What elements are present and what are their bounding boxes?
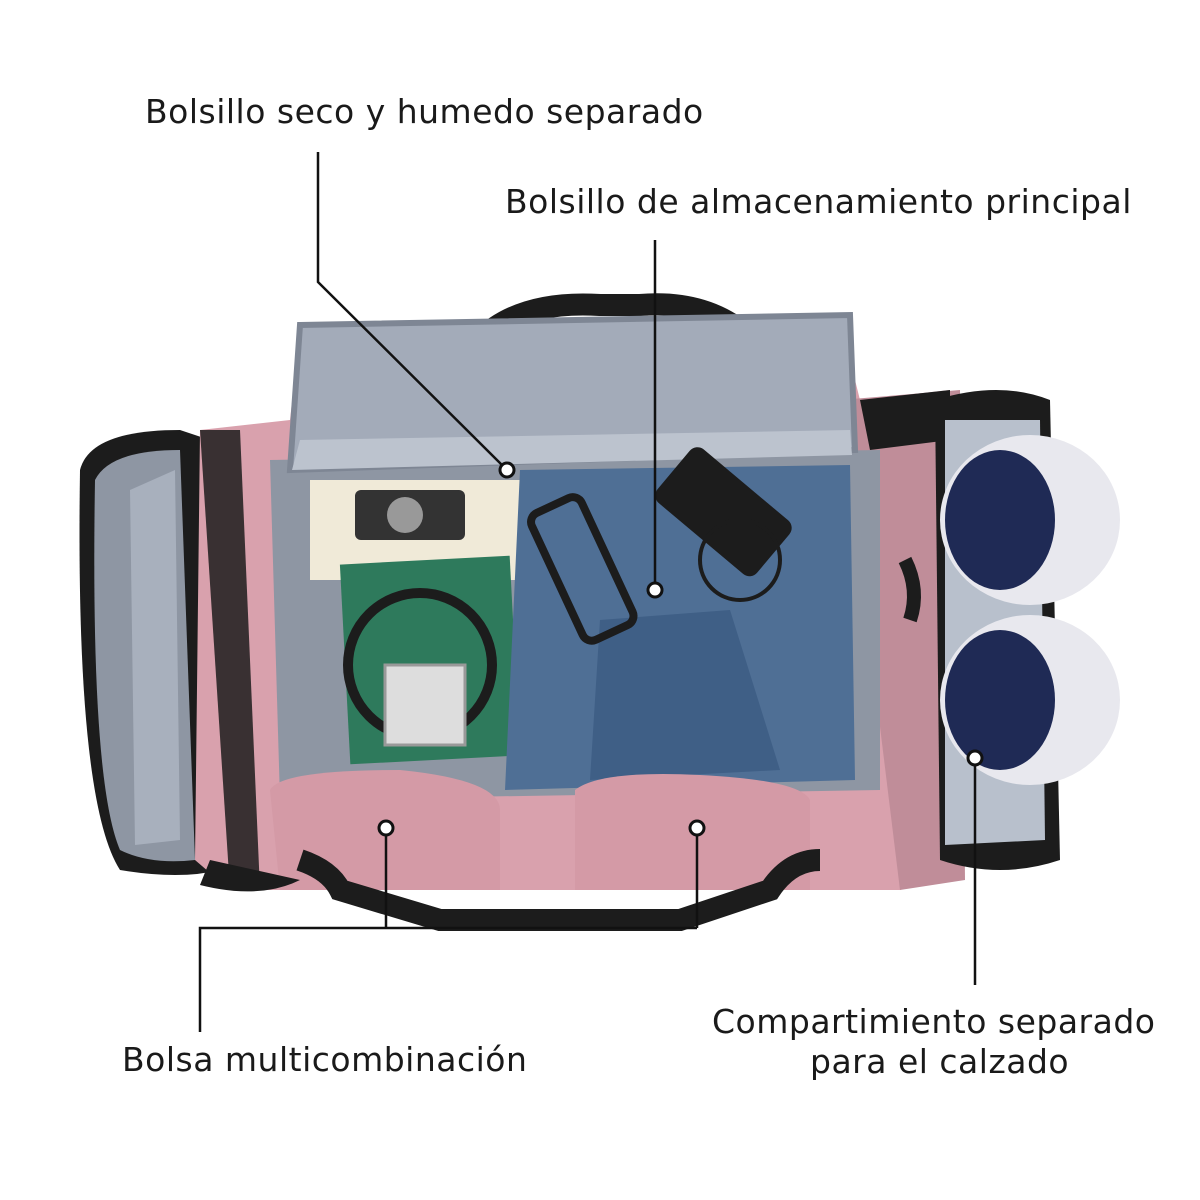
callout-main-storage: Bolsillo de almacenamiento principal	[505, 182, 1132, 221]
bottom-handle	[296, 849, 821, 931]
callout-dot	[966, 749, 984, 767]
bag-contents	[310, 447, 855, 790]
callout-shoe-compartment-line2: para el calzado	[810, 1042, 1070, 1081]
callout-line-multi-bag	[198, 828, 699, 1032]
callout-dry-wet-pocket: Bolsillo seco y humedo separado	[145, 92, 704, 131]
glasses	[527, 493, 638, 645]
phone	[655, 447, 792, 577]
callout-dot	[646, 581, 664, 599]
callout-dot	[377, 819, 395, 837]
callout-dot	[688, 819, 706, 837]
callout-shoe-compartment-line1: Compartimiento separado	[712, 1002, 1156, 1041]
callout-line-dry-wet	[316, 152, 506, 469]
callout-lines	[198, 152, 977, 1032]
shoe-compartment	[898, 390, 1120, 870]
callout-multi-bag: Bolsa multicombinación	[122, 1040, 528, 1079]
left-end-pocket	[79, 430, 220, 875]
callout-dot	[498, 461, 516, 479]
